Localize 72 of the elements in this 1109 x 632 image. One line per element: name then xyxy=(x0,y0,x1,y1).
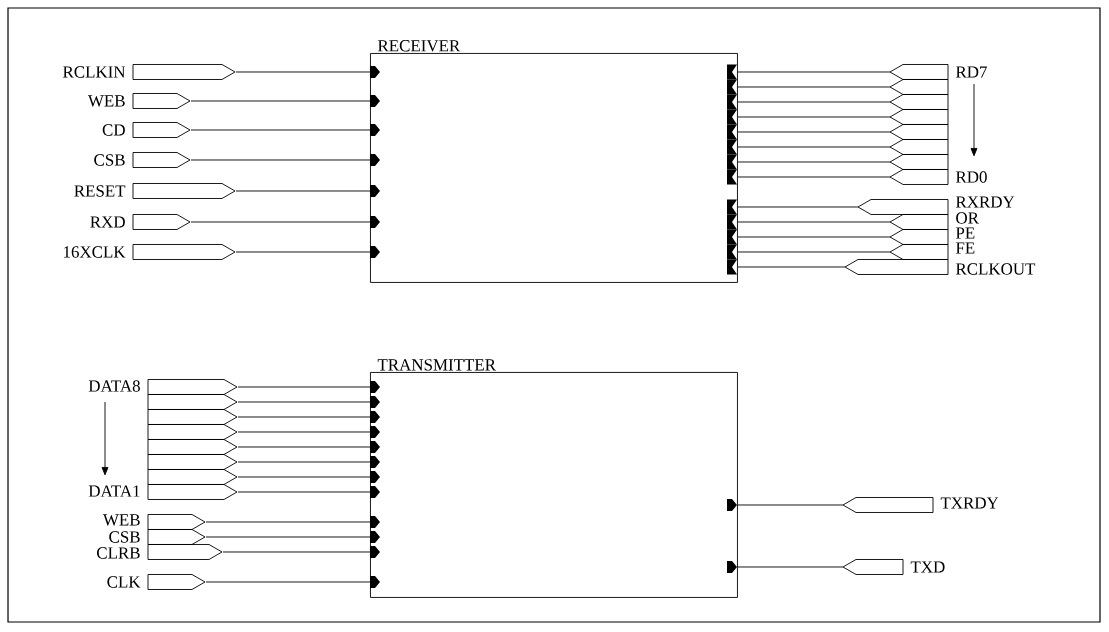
port-symbol xyxy=(147,424,238,440)
wire xyxy=(737,251,891,253)
wire xyxy=(737,566,844,568)
wire xyxy=(190,221,371,223)
wire xyxy=(737,116,891,118)
port-symbol xyxy=(147,439,238,455)
wire xyxy=(237,491,371,493)
wire xyxy=(737,504,844,506)
port-symbol xyxy=(889,94,949,110)
port-label: DATA8 xyxy=(88,380,140,392)
wire xyxy=(205,581,371,583)
port-symbol xyxy=(889,139,949,155)
port-label: RESET xyxy=(74,185,126,197)
wire xyxy=(205,536,371,538)
wire xyxy=(737,71,891,73)
port-label: CSB xyxy=(94,154,125,166)
port-label: OR xyxy=(956,212,979,224)
port-label: 16XCLK xyxy=(64,246,126,258)
wire xyxy=(737,101,891,103)
wire xyxy=(737,161,891,163)
wire xyxy=(737,86,891,88)
port-label: RCLKOUT xyxy=(955,263,1036,275)
node-label: RECEIVER xyxy=(377,40,461,52)
port-symbol xyxy=(147,409,238,425)
port-symbol xyxy=(889,79,949,95)
wire xyxy=(737,146,891,148)
port-label: PE xyxy=(955,227,975,239)
wire xyxy=(190,159,371,161)
port-label: WEB xyxy=(102,514,140,526)
port-label: RD0 xyxy=(955,171,987,183)
port-label: WEB xyxy=(87,95,125,107)
port-label: CSB xyxy=(109,531,140,543)
wire xyxy=(237,461,371,463)
block-box: RECEIVER xyxy=(370,40,738,283)
wire xyxy=(222,551,371,553)
wire xyxy=(235,190,371,192)
wire xyxy=(737,266,846,268)
port-label: CLK xyxy=(107,576,141,588)
port-symbol xyxy=(889,154,949,170)
port-label: RXRDY xyxy=(955,196,1015,208)
port-label: RXD xyxy=(90,216,125,228)
port-label: CD xyxy=(102,124,125,136)
wire xyxy=(737,176,891,178)
wire xyxy=(235,71,371,73)
port-symbol xyxy=(147,394,238,410)
wire xyxy=(237,431,371,433)
port-label: CLRB xyxy=(97,547,140,559)
wire xyxy=(190,129,371,131)
port-symbol xyxy=(147,469,238,485)
wire xyxy=(237,446,371,448)
node-label: TRANSMITTER xyxy=(377,359,496,371)
wire xyxy=(737,221,891,223)
port-label: TXRDY xyxy=(940,497,999,509)
wire xyxy=(737,206,859,208)
port-label: RD7 xyxy=(955,66,987,78)
port-label: FE xyxy=(955,242,975,254)
wire xyxy=(237,416,371,418)
wire xyxy=(237,386,371,388)
port-label: DATA1 xyxy=(88,485,140,497)
port-symbol xyxy=(889,124,949,140)
port-label: TXD xyxy=(910,561,945,573)
wire xyxy=(235,251,371,253)
wire xyxy=(190,100,371,102)
port-symbol xyxy=(889,109,949,125)
wire xyxy=(237,401,371,403)
wire xyxy=(737,131,891,133)
wire xyxy=(205,521,371,523)
wire xyxy=(737,236,891,238)
block-box: TRANSMITTER xyxy=(370,359,738,598)
port-label: RCLKIN xyxy=(63,66,126,78)
port-symbol xyxy=(147,454,238,470)
wire xyxy=(237,476,371,478)
